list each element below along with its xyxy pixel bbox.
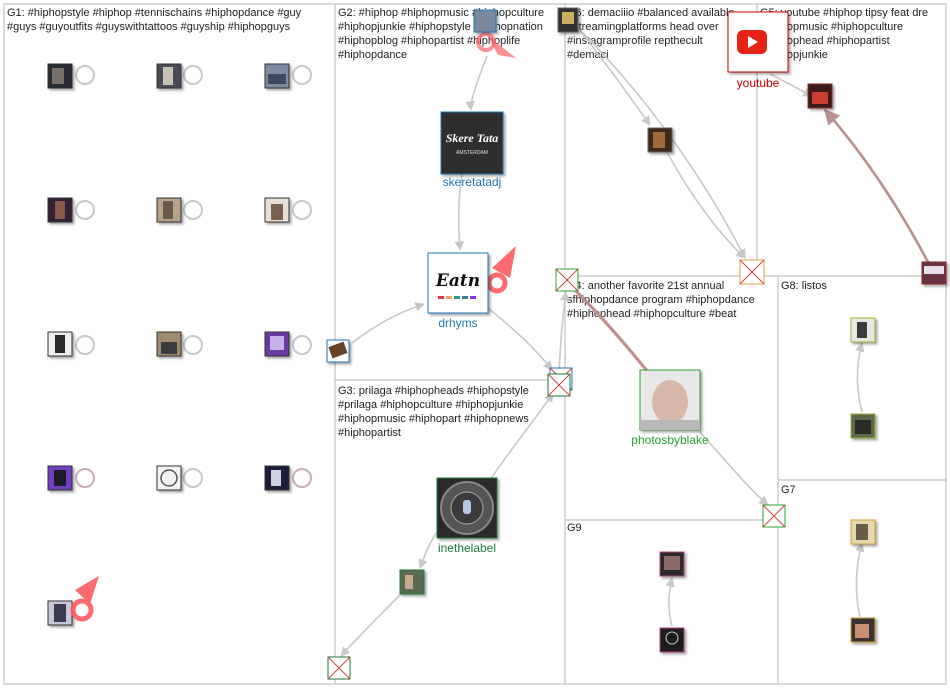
node-g6-broken[interactable]	[739, 259, 765, 285]
edge	[454, 173, 465, 251]
node-g4-broken[interactable]	[762, 504, 786, 528]
node-label-inethelabel: inethelabel	[438, 541, 496, 555]
edge	[855, 342, 865, 413]
node-skeretatadj[interactable]: Skere Tata AMSTERDAM	[440, 111, 504, 175]
node-inethelabel[interactable]	[436, 477, 498, 539]
node-g3-broken-2[interactable]	[547, 373, 571, 397]
group-label-g9: G9	[567, 522, 582, 534]
node-g3-broken[interactable]	[327, 656, 351, 680]
edge-heavy	[823, 108, 930, 263]
node-label-youtube: youtube	[737, 76, 780, 90]
edge	[489, 392, 554, 481]
skeretata-logo-text: Skere Tata	[446, 131, 499, 145]
group-box-g7	[777, 479, 947, 685]
node-g5-bottom[interactable]	[921, 261, 947, 285]
node-g3-mid[interactable]	[399, 569, 425, 595]
pin-marker-g1	[75, 576, 99, 604]
edge	[351, 302, 425, 344]
node-g9-bottom[interactable]	[659, 627, 685, 653]
edges-weighted	[573, 108, 930, 374]
edge	[487, 307, 553, 371]
node-g2-left[interactable]	[326, 339, 350, 363]
edge	[572, 21, 651, 126]
node-label-photosbyblake: photosbyblake	[631, 433, 709, 447]
node-g5-mid[interactable]	[807, 83, 833, 109]
edges	[340, 21, 865, 657]
node-g9-top[interactable]	[659, 551, 685, 577]
node-g4-topleft[interactable]	[555, 268, 579, 292]
edge	[418, 531, 438, 569]
node-youtube[interactable]	[727, 11, 789, 73]
node-g8-bottom[interactable]	[850, 413, 876, 439]
node-label-drhyms: drhyms	[438, 316, 477, 330]
edge	[855, 542, 865, 618]
group-label-g2: G2: #hiphop #hiphopmusic #hiphopculture …	[338, 7, 547, 61]
node-g6-top[interactable]	[557, 7, 579, 33]
pin-marker-drhyms	[492, 246, 516, 278]
node-g6-mid[interactable]	[647, 127, 673, 153]
self-loops	[75, 65, 312, 488]
node-g7-top[interactable]	[850, 519, 876, 545]
amsterdam-logo-text: AMSTERDAM	[456, 150, 488, 156]
edge	[699, 431, 769, 506]
node-drhyms[interactable]: Eatn	[427, 252, 489, 314]
g1-nodes	[47, 63, 290, 626]
group-label-g3: G3: prilaga #hiphopheads #hiphopstyle #p…	[338, 385, 532, 439]
group-label-g1: G1: #hiphopstyle #hiphop #tennischains #…	[7, 7, 304, 33]
group-label-g4: G4: another favorite 21st annual sfhipho…	[567, 280, 758, 320]
eatn-logo-text: Eatn	[435, 271, 480, 291]
edge	[665, 577, 675, 627]
node-g2-top[interactable]	[473, 9, 497, 33]
group-label-g7: G7	[781, 484, 796, 496]
node-g8-top[interactable]	[850, 317, 876, 343]
group-box-g9	[564, 519, 779, 685]
edge	[340, 589, 406, 657]
node-label-skeretatadj: skeretatadj	[443, 175, 502, 189]
group-label-g8: G8: listos	[781, 280, 827, 292]
edge	[465, 55, 488, 111]
node-photosbyblake[interactable]	[639, 369, 701, 431]
edge	[666, 151, 746, 259]
group-box-g8	[777, 275, 947, 481]
group-label-g6: G6: demaciiio #balanced available #strea…	[567, 7, 738, 61]
group-boxes	[3, 3, 947, 685]
node-g7-bottom[interactable]	[850, 617, 876, 643]
edge-heavy	[573, 288, 650, 374]
